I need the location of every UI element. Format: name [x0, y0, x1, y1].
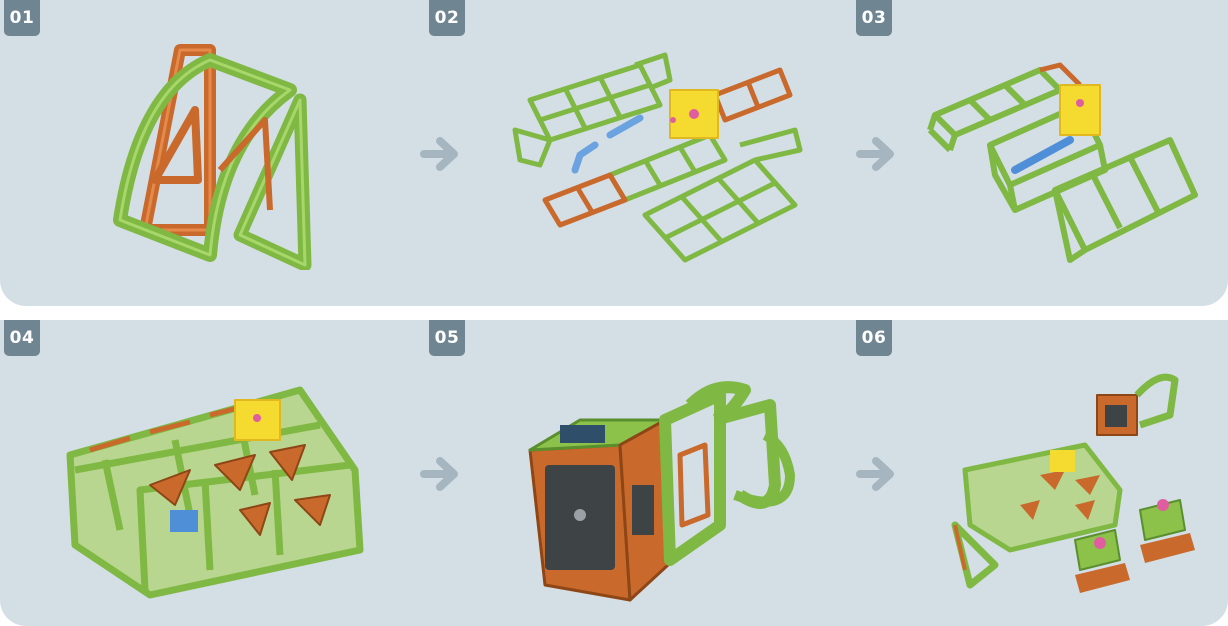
step-05-head-image — [520, 375, 810, 605]
arrow-right-icon — [856, 455, 900, 493]
instruction-row-2: 04 05 06 — [0, 320, 1228, 626]
step-06-final-image — [925, 365, 1215, 610]
step-number-badge: 01 — [4, 0, 40, 36]
arrow-right-icon — [856, 135, 900, 173]
step-number-badge: 04 — [4, 320, 40, 356]
step-03-assembly-image — [920, 45, 1210, 270]
instruction-row-1: 01 02 03 — [0, 0, 1228, 306]
step-number-badge: 02 — [429, 0, 465, 36]
step-02-parts-image — [510, 50, 810, 275]
step-number-badge: 03 — [856, 0, 892, 36]
step-number-badge: 06 — [856, 320, 892, 356]
step-01-model-image — [100, 30, 320, 270]
step-number-badge: 05 — [429, 320, 465, 356]
arrow-right-icon — [420, 455, 464, 493]
arrow-right-icon — [420, 135, 464, 173]
step-04-body-image — [60, 370, 370, 605]
